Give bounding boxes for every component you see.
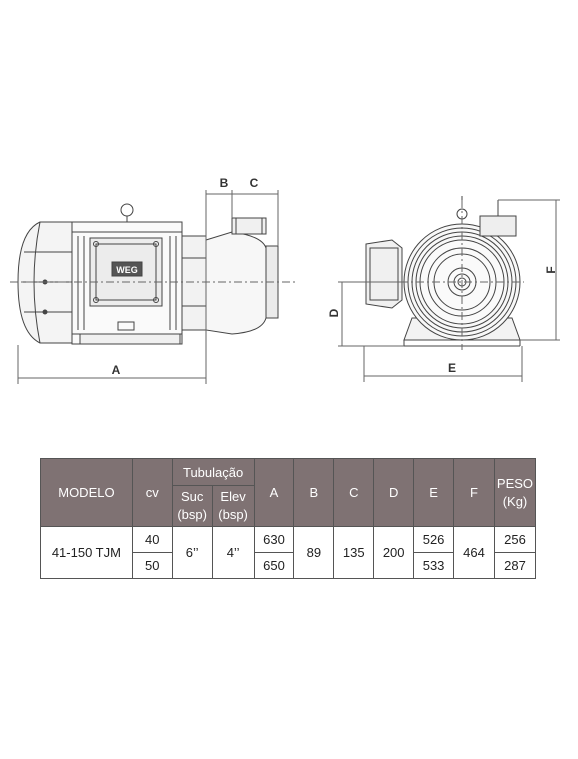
header-e: E bbox=[413, 458, 455, 527]
cell-suc: 6’’ bbox=[171, 526, 213, 579]
header-f: F bbox=[453, 458, 495, 527]
pump-side-view bbox=[10, 203, 296, 345]
header-a: A bbox=[253, 458, 295, 527]
cell-e-2: 533 bbox=[413, 552, 455, 579]
table-header-row: MODELO cv Tubulação A B C D E F PESO (Kg… bbox=[40, 458, 537, 527]
header-d: D bbox=[373, 458, 415, 527]
header-c: C bbox=[333, 458, 375, 527]
cell-cv-1: 40 bbox=[131, 526, 173, 553]
header-peso: PESO (Kg) bbox=[493, 458, 537, 527]
cell-b: 89 bbox=[293, 526, 335, 579]
cell-d: 200 bbox=[373, 526, 415, 579]
header-suc: Suc (bsp) bbox=[171, 485, 213, 527]
spec-table: MODELO cv Tubulação A B C D E F PESO (Kg… bbox=[40, 458, 537, 579]
header-modelo: MODELO bbox=[40, 458, 133, 527]
cell-modelo: 41-150 TJM bbox=[40, 526, 133, 579]
cell-e-1: 526 bbox=[413, 526, 455, 553]
pump-front-view bbox=[365, 196, 524, 350]
cell-a-1: 630 bbox=[253, 526, 295, 553]
cell-peso-2: 287 bbox=[493, 552, 537, 579]
cell-elev: 4’’ bbox=[211, 526, 255, 579]
technical-drawing: WEG A B C D E F bbox=[10, 176, 560, 384]
cell-c: 135 bbox=[333, 526, 375, 579]
dimension-label-b: B bbox=[220, 176, 229, 190]
dimension-lines-side bbox=[17, 190, 279, 384]
weg-logo: WEG bbox=[116, 265, 138, 275]
dimension-label-d: D bbox=[327, 308, 341, 317]
cell-peso-1: 256 bbox=[493, 526, 537, 553]
dimension-label-e: E bbox=[448, 361, 456, 375]
header-tubulacao: Tubulação bbox=[171, 458, 255, 486]
cell-a-2: 650 bbox=[253, 552, 295, 579]
table-row: 50 650 533 287 bbox=[41, 552, 537, 579]
header-elev: Elev (bsp) bbox=[211, 485, 255, 527]
dimension-lines-front bbox=[338, 199, 560, 382]
dimension-label-a: A bbox=[112, 363, 121, 377]
table-row: 41-150 TJM 40 6’’ 4’’ 630 89 135 200 526… bbox=[40, 526, 537, 579]
dimension-label-f: F bbox=[544, 266, 558, 273]
cell-f: 464 bbox=[453, 526, 495, 579]
cell-cv-2: 50 bbox=[131, 552, 173, 579]
dimension-label-c: C bbox=[250, 176, 259, 190]
header-b: B bbox=[293, 458, 335, 527]
header-cv: cv bbox=[131, 458, 173, 527]
